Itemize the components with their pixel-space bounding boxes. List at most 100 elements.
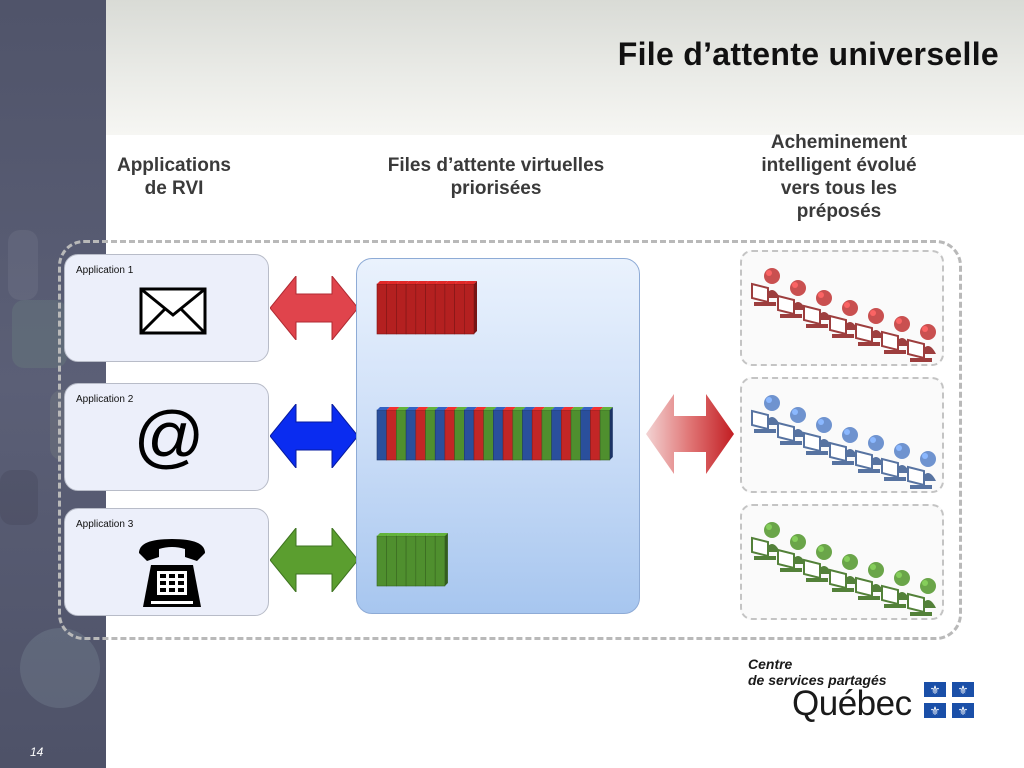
double-arrow-app3 — [270, 528, 358, 592]
double-arrow-app2 — [270, 404, 358, 468]
double-arrow-app1 — [270, 276, 358, 340]
queue-item — [502, 409, 514, 461]
queue-item — [464, 409, 475, 461]
queue-mixed — [376, 407, 613, 461]
queue-item — [386, 283, 397, 335]
queue-item — [425, 409, 436, 461]
queue-item — [405, 283, 417, 335]
agent-figure — [855, 308, 884, 346]
application-card: Application 1 — [64, 254, 269, 362]
agent-figure — [751, 522, 780, 560]
page-number: 14 — [30, 745, 44, 759]
heading-line: intelligent évolué — [761, 155, 917, 176]
agent-figure — [855, 435, 884, 473]
heading-line: préposés — [796, 201, 882, 222]
column-heading-queues: Files d’attente virtuelles priorisées — [350, 154, 642, 200]
queue-item — [454, 283, 465, 335]
agent-figure — [829, 554, 858, 592]
quebec-logo: Centre de services partagés Québec ⚜⚜ ⚜⚜ — [748, 656, 978, 728]
envelope-icon — [139, 287, 207, 335]
queue-item — [396, 409, 407, 461]
application-label: Application 1 — [76, 265, 134, 276]
queue-item — [415, 283, 426, 335]
queue-item — [376, 409, 387, 461]
queue-item — [444, 409, 455, 461]
sidebar-decoration — [20, 628, 100, 708]
queue-item — [512, 409, 523, 461]
queue-item — [599, 409, 611, 461]
system-boundary — [58, 240, 962, 640]
agent-figure — [907, 324, 936, 362]
heading-line: Applications — [116, 155, 231, 176]
agent-figure — [829, 427, 858, 465]
agent-figure — [881, 570, 910, 608]
sidebar-decoration — [12, 300, 67, 368]
queue-item — [415, 409, 426, 461]
queue-item — [483, 409, 494, 461]
agents-illustration — [751, 522, 936, 616]
queue-item — [405, 409, 417, 461]
queue-stacks — [376, 281, 613, 587]
agent-figure — [803, 290, 832, 328]
agent-figure — [881, 443, 910, 481]
heading-line: vers tous les — [780, 178, 898, 199]
queue-item — [444, 283, 455, 335]
telephone-icon — [139, 539, 205, 607]
queue-item — [434, 535, 446, 587]
agent-figure — [777, 534, 806, 572]
column-heading-routing: Acheminement intelligent évolué vers tou… — [730, 131, 948, 223]
queue-item — [473, 409, 484, 461]
queue-item — [434, 283, 446, 335]
queue-item — [376, 283, 387, 335]
queue-item — [386, 409, 397, 461]
agent-group-green — [740, 504, 944, 620]
queue-green — [376, 533, 448, 587]
queue-item — [551, 409, 562, 461]
agent-figure — [777, 280, 806, 318]
agent-figure — [803, 417, 832, 455]
agent-figure — [881, 316, 910, 354]
agent-figure — [803, 544, 832, 582]
heading-line: Acheminement — [770, 132, 908, 153]
svg-text:⚜: ⚜ — [958, 704, 969, 718]
logo-line: de services partagés — [748, 672, 887, 688]
queue-item — [570, 409, 581, 461]
application-card: Application 2 @ — [64, 383, 269, 491]
at-sign-icon: @ — [133, 402, 204, 474]
queue-item — [454, 409, 465, 461]
queue-item — [396, 283, 407, 335]
routing-double-arrow — [646, 394, 734, 474]
sidebar-decoration — [8, 230, 38, 300]
agent-figure — [751, 395, 780, 433]
queue-item — [561, 409, 572, 461]
agent-group-blue — [740, 377, 944, 493]
agent-figure — [777, 407, 806, 445]
agent-figure — [855, 562, 884, 600]
agent-group-red — [740, 250, 944, 366]
queue-item — [386, 535, 397, 587]
page-title: File d’attente universelle — [617, 36, 999, 72]
queue-item — [434, 409, 446, 461]
queue-item — [405, 535, 417, 587]
heading-line: de RVI — [144, 178, 204, 199]
agent-figure — [907, 451, 936, 489]
heading-line: priorisées — [450, 178, 542, 199]
svg-text:⚜: ⚜ — [930, 704, 941, 718]
agents-illustration — [751, 395, 936, 489]
column-heading-applications: Applications de RVI — [100, 154, 248, 200]
queue-item — [415, 535, 426, 587]
application-label: Application 2 — [76, 394, 134, 405]
agents-illustration — [751, 268, 936, 362]
logo-line: Centre — [748, 656, 793, 672]
queue-item — [590, 409, 601, 461]
header-band — [106, 0, 1024, 135]
queue-item — [522, 409, 533, 461]
agent-figure — [907, 578, 936, 616]
logo-wordmark: Québec — [792, 684, 912, 723]
queue-item — [396, 535, 407, 587]
queue-item — [541, 409, 552, 461]
heading-line: Files d’attente virtuelles — [387, 155, 605, 176]
queue-red — [376, 281, 477, 335]
svg-text:⚜: ⚜ — [958, 683, 969, 697]
sidebar-decoration — [0, 470, 38, 525]
